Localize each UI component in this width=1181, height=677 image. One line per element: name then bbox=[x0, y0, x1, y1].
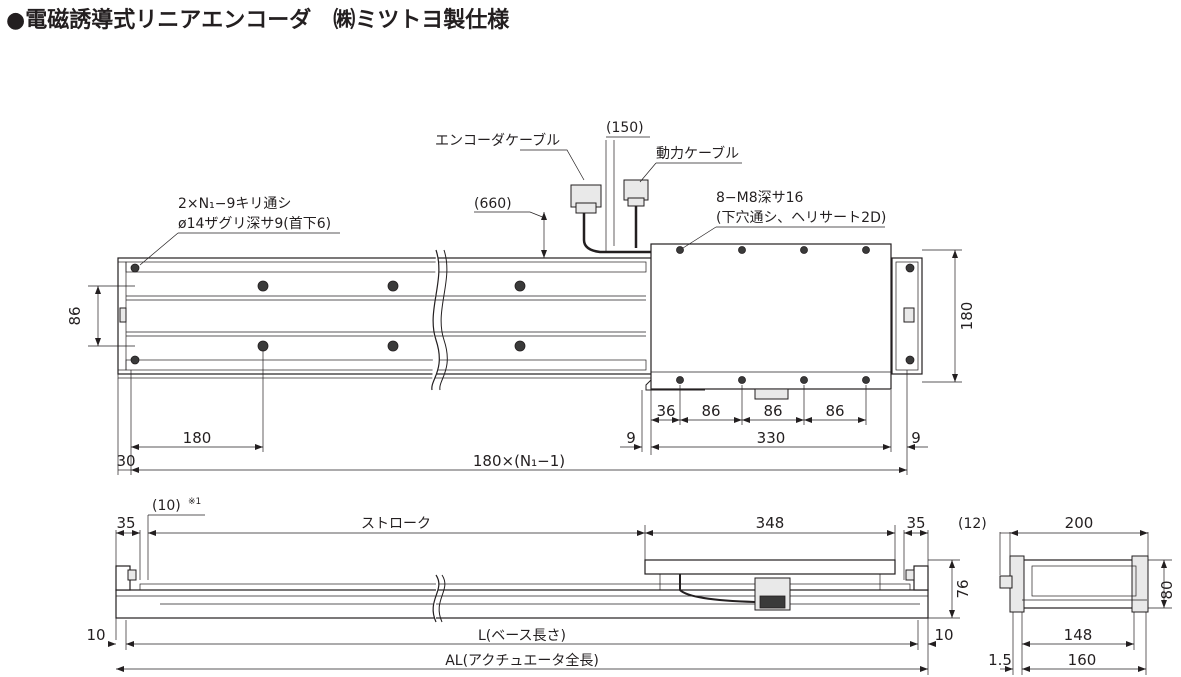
holes-spec-line1: 2×N₁−9キリ通シ bbox=[178, 196, 291, 212]
break-line-top bbox=[431, 249, 440, 391]
dim-86-vertical: 86 bbox=[66, 306, 84, 325]
tap-spec-line1: 8−M8深サ16 bbox=[716, 190, 804, 206]
dim-148: 148 bbox=[1064, 626, 1093, 644]
side-profile bbox=[1021, 559, 1148, 609]
dim-10-right: 10 bbox=[934, 626, 953, 644]
page-title: ●電磁誘導式リニアエンコーダ ㈱ミツトヨ製仕様 bbox=[6, 8, 510, 33]
front-view bbox=[115, 559, 929, 623]
dim-160: 160 bbox=[1068, 651, 1097, 669]
front-view-annotations: 35 ストローク 348 35 (10) ※1 76 10 L(ベース長さ) 1… bbox=[86, 497, 972, 675]
cable-660-label: (660) bbox=[474, 196, 512, 212]
slider-table-top bbox=[650, 243, 892, 390]
top-view-annotations: エンコーダケーブル (150) 動力ケーブル (660) 2×N₁−9キリ通シ … bbox=[66, 120, 976, 475]
dim-348: 348 bbox=[756, 514, 785, 532]
dim-30: 30 bbox=[116, 452, 135, 470]
base-length-label: L(ベース長さ) bbox=[478, 628, 566, 644]
dim-86-b: 86 bbox=[763, 402, 782, 420]
dim-10-left: 10 bbox=[86, 626, 105, 644]
base-rail-top bbox=[117, 257, 655, 375]
encoder-cable bbox=[582, 210, 651, 254]
top-view bbox=[117, 179, 923, 400]
dim-9-left: 9 bbox=[626, 429, 636, 447]
dim-86-a: 86 bbox=[701, 402, 720, 420]
dim-330: 330 bbox=[757, 429, 786, 447]
dim-35-right: 35 bbox=[906, 514, 925, 532]
slider-table-front bbox=[644, 559, 896, 575]
dim-9-right: 9 bbox=[911, 429, 921, 447]
counterbore-holes bbox=[130, 263, 915, 365]
dim-180-vertical: 180 bbox=[958, 302, 976, 331]
dim-80: 80 bbox=[1158, 580, 1176, 599]
dim-36: 36 bbox=[656, 402, 675, 420]
dim-pitch: 180×(N₁−1) bbox=[473, 452, 565, 470]
tapped-holes bbox=[676, 246, 870, 384]
holes-spec-line2: ø14ザグリ深サ9(首下6) bbox=[178, 216, 331, 232]
cable-150-label: (150) bbox=[606, 120, 644, 136]
tap-spec-line2: (下穴通シ、ヘリサート2D) bbox=[716, 210, 886, 226]
dim-180-horizontal: 180 bbox=[183, 429, 212, 447]
encoder-cable-label: エンコーダケーブル bbox=[435, 132, 560, 149]
side-view-annotations: (12) 200 80 148 1.5 160 bbox=[958, 514, 1176, 675]
actuator-length-label: AL(アクチュエータ全長) bbox=[445, 652, 599, 669]
power-cable-label: 動力ケーブル bbox=[656, 145, 739, 162]
stroke-label: ストローク bbox=[361, 516, 431, 532]
note-mark: ※1 bbox=[188, 497, 201, 507]
side-view bbox=[999, 555, 1149, 613]
dim-86-c: 86 bbox=[825, 402, 844, 420]
note-10-label: (10) bbox=[152, 498, 181, 514]
dim-1-5: 1.5 bbox=[988, 651, 1012, 669]
side-12-label: (12) bbox=[958, 516, 987, 532]
dim-200: 200 bbox=[1065, 514, 1094, 532]
dim-35-left: 35 bbox=[116, 514, 135, 532]
dim-76: 76 bbox=[954, 579, 972, 598]
power-connector bbox=[623, 179, 649, 201]
